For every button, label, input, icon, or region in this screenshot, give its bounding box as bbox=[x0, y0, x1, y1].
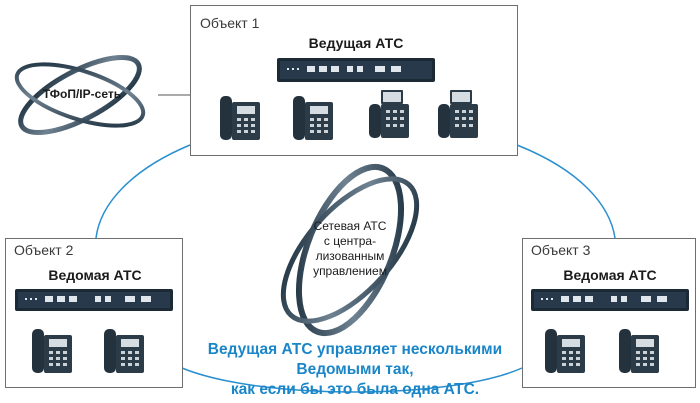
object-1-label: Объект 1 bbox=[200, 15, 260, 31]
network-ring bbox=[14, 54, 146, 136]
network-pbx-ring bbox=[280, 163, 420, 337]
network-label: ТФоП/IP-сеть bbox=[42, 87, 122, 101]
object-1-pbx-title: Ведущая АТС bbox=[308, 35, 404, 51]
digital-phone-icon bbox=[619, 329, 659, 373]
ip-phone-icon bbox=[369, 90, 409, 138]
caption-line-2: как если бы это была одна АТС. bbox=[230, 381, 480, 398]
network-pbx-line-3: лизованным bbox=[315, 249, 385, 263]
network-pbx-line-1: Сетевая АТС bbox=[313, 219, 387, 233]
digital-phone-icon bbox=[293, 96, 333, 140]
object-1-box: Объект 1 Ведущая АТС bbox=[190, 5, 518, 156]
link-object1-object3 bbox=[516, 144, 616, 239]
object-3-pbx-title: Ведомая АТС bbox=[563, 267, 657, 283]
digital-phone-icon bbox=[32, 329, 72, 373]
digital-phone-icon bbox=[220, 96, 260, 140]
digital-phone-icon bbox=[545, 329, 585, 373]
master-pbx-unit bbox=[277, 58, 435, 82]
link-object1-object2 bbox=[95, 144, 191, 239]
object-2-pbx-title: Ведомая АТС bbox=[48, 267, 142, 283]
digital-phone-icon bbox=[104, 329, 144, 373]
object-3-label: Объект 3 bbox=[531, 242, 591, 258]
caption: Ведущая АТС управляет несколькими Ведомы… bbox=[175, 340, 535, 400]
slave-pbx-unit bbox=[531, 289, 689, 311]
network-pbx-label: Сетевая АТС с центра- лизованным управле… bbox=[300, 219, 400, 279]
ip-phone-icon bbox=[438, 90, 478, 138]
object-3-box: Объект 3 Ведомая АТС bbox=[522, 238, 696, 388]
caption-line-1: Ведущая АТС управляет несколькими Ведомы… bbox=[207, 341, 503, 378]
object-2-box: Объект 2 Ведомая АТС bbox=[5, 238, 183, 388]
object-2-label: Объект 2 bbox=[14, 242, 74, 258]
network-pbx-line-4: управлением bbox=[313, 264, 387, 278]
link-object2-object3 bbox=[181, 367, 523, 393]
network-pbx-line-2: с центра- bbox=[323, 234, 377, 248]
slave-pbx-unit bbox=[15, 289, 173, 311]
